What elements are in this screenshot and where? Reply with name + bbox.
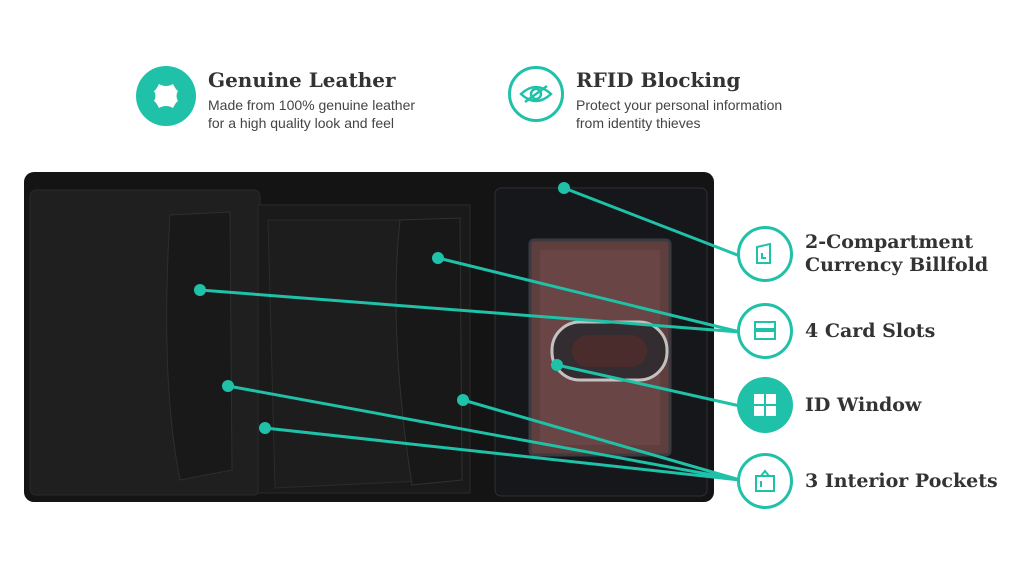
left-card-slot	[166, 211, 233, 481]
feature-card-slots: 4 Card Slots	[737, 303, 935, 359]
leather-hide-icon	[136, 66, 196, 126]
feature-interior-pockets: 3 Interior Pockets	[737, 453, 998, 509]
feature-label: ID Window	[805, 393, 922, 416]
billfold-icon	[737, 226, 793, 282]
feature-genuine-leather: Genuine Leather Made from 100% genuine l…	[136, 66, 468, 132]
feature-label: 4 Card Slots	[805, 319, 936, 342]
feature-title: RFID Blocking	[576, 68, 741, 92]
feature-billfold: 2-Compartment Currency Billfold	[737, 226, 988, 282]
feature-title: Genuine Leather	[208, 68, 396, 92]
feature-label: 3 Interior Pockets	[805, 469, 998, 492]
feature-label: 2-Compartment Currency Billfold	[805, 231, 989, 276]
feature-id-window: ID Window	[737, 377, 921, 433]
eye-icon	[508, 66, 564, 122]
pocket-icon	[737, 453, 793, 509]
feature-rfid-blocking: RFID Blocking Protect your personal info…	[508, 66, 836, 132]
id-window-icon	[737, 377, 793, 433]
feature-description: Protect your personal information from i…	[576, 97, 783, 131]
middle-card-slot-2	[395, 217, 463, 486]
card-slots-icon	[737, 303, 793, 359]
feature-description: Made from 100% genuine leather for a hig…	[208, 97, 416, 131]
